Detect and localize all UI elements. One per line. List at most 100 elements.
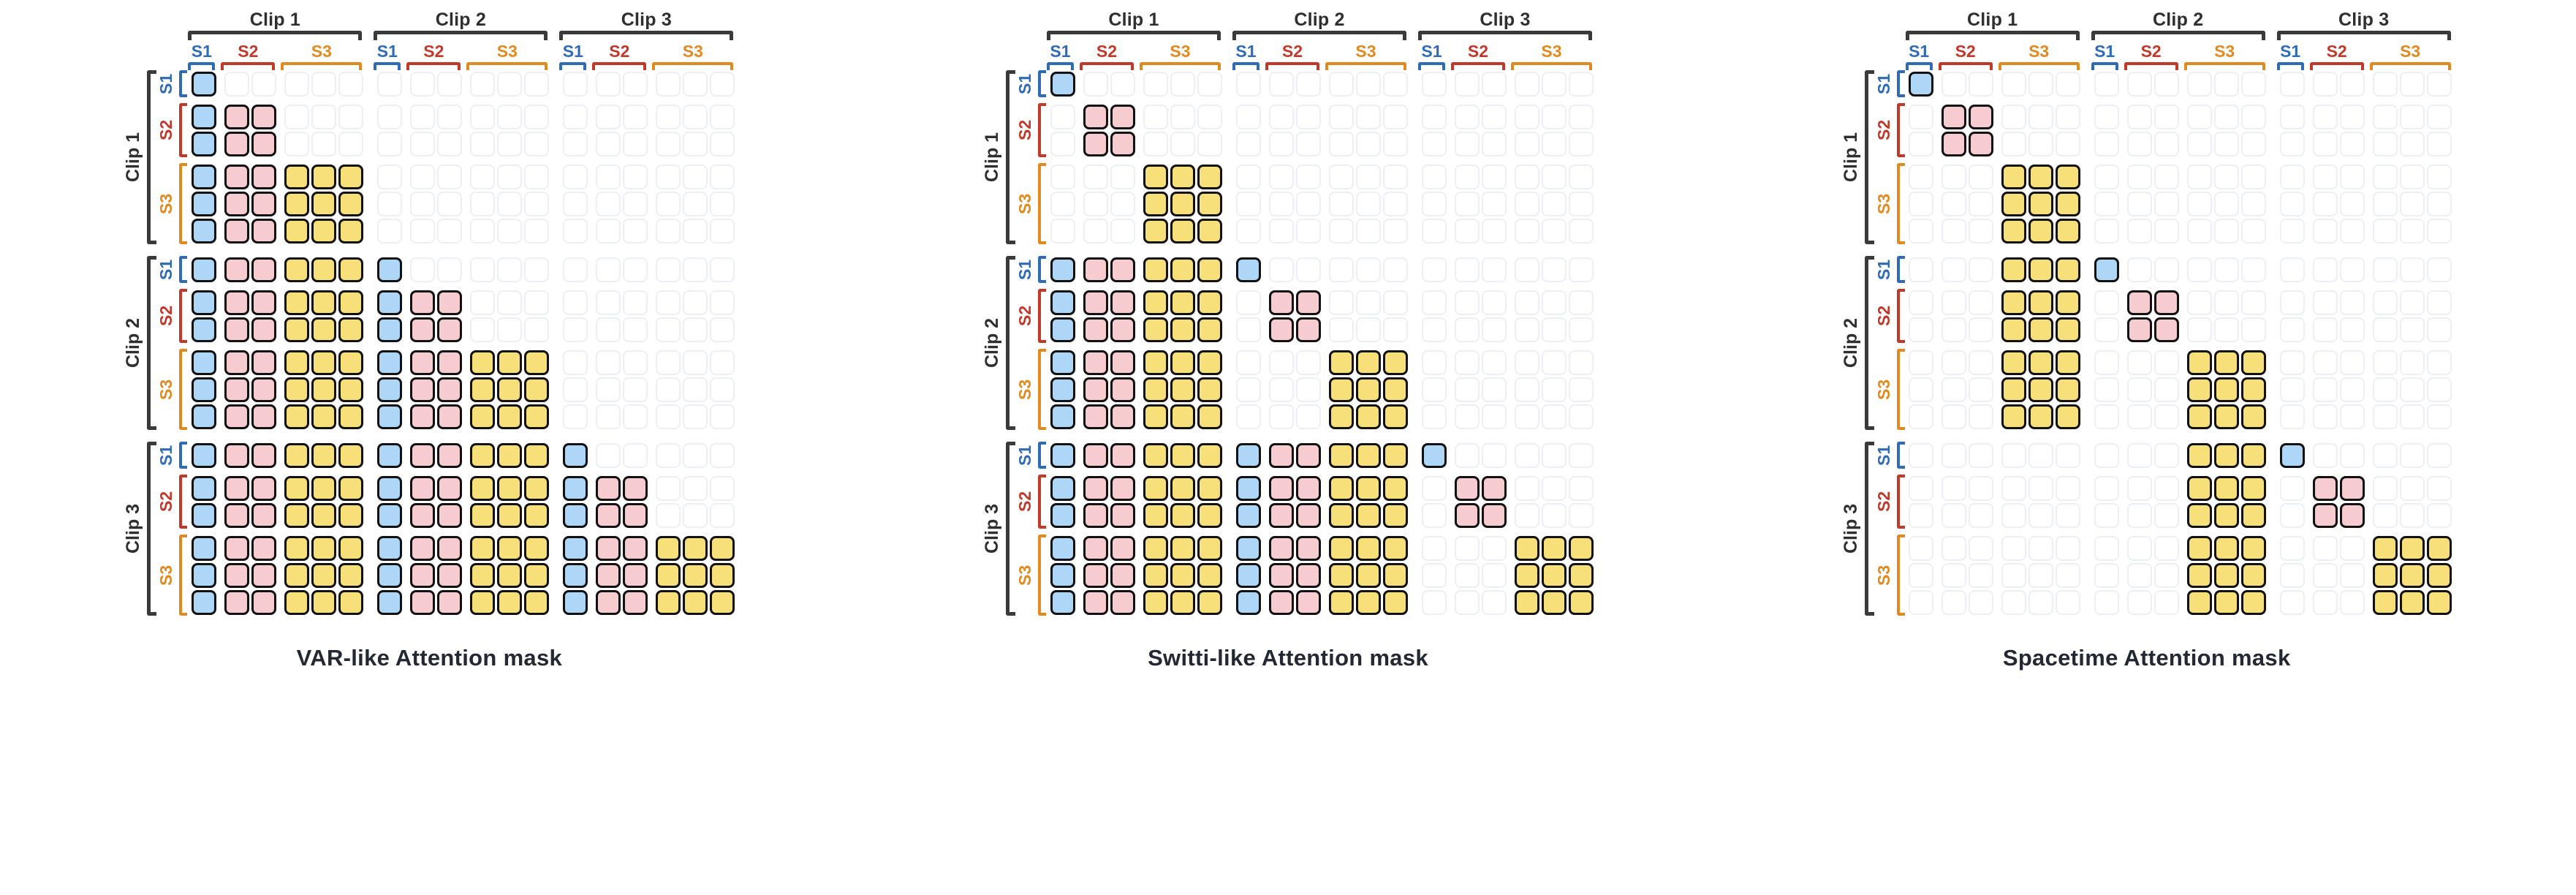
gap <box>1995 475 2001 502</box>
attention-cell-active-s1 <box>1235 502 1261 528</box>
gap <box>550 475 561 502</box>
gap <box>2181 316 2186 343</box>
gap <box>463 130 469 157</box>
attention-cell-inactive <box>1355 104 1381 129</box>
attention-cell-inactive <box>1421 502 1447 528</box>
attention-cell-inactive <box>1295 71 1321 97</box>
attention-cell-inactive <box>2187 104 2213 129</box>
attention-cell-active-s2 <box>1110 350 1135 375</box>
gap <box>1409 442 1420 469</box>
clip-row-label: Clip 3 <box>123 503 144 554</box>
gap <box>1995 376 2001 403</box>
attention-cell-inactive <box>311 131 336 156</box>
attention-cell-active-s1 <box>1050 317 1075 342</box>
attention-cell-inactive <box>2340 191 2365 216</box>
attention-cell-active-s3 <box>1170 317 1195 342</box>
gap <box>2306 442 2312 469</box>
attention-cell-active-s2 <box>224 502 249 528</box>
attention-cell-inactive <box>2241 218 2267 243</box>
gap <box>1409 502 1420 529</box>
gap <box>1409 376 1420 403</box>
gap <box>1874 97 1908 103</box>
gap <box>1935 442 1941 469</box>
gap <box>550 190 561 217</box>
gap <box>1447 289 1453 316</box>
gap <box>1136 376 1142 403</box>
attention-cell-inactive <box>2127 71 2153 97</box>
gap <box>1409 190 1420 217</box>
gap <box>217 130 223 157</box>
gap <box>1935 289 1941 316</box>
attention-cell-inactive <box>2313 589 2338 615</box>
attention-cell-inactive <box>1568 404 1594 429</box>
attention-cell-active-s1 <box>1050 377 1075 402</box>
attention-cell-inactive <box>2154 164 2180 189</box>
gap <box>2121 190 2126 217</box>
attention-cell-inactive <box>2373 317 2398 342</box>
attention-cell-inactive <box>709 257 735 282</box>
attention-cell-inactive <box>2373 131 2398 156</box>
scale-row-bracket-icon <box>179 535 188 616</box>
gap <box>1262 190 1268 217</box>
attention-cell-inactive <box>595 404 621 429</box>
gap <box>1406 40 1418 70</box>
attention-cell-active-s3 <box>1197 164 1222 189</box>
attention-cell-active-s2 <box>2340 502 2365 528</box>
gap <box>403 130 409 157</box>
gap <box>1223 289 1235 316</box>
attention-cell-inactive <box>2001 535 2027 561</box>
attention-cell-active-s2 <box>2313 475 2338 501</box>
gap <box>588 163 594 190</box>
gap <box>2366 289 2372 316</box>
attention-cell-active-s3 <box>284 377 309 402</box>
gap <box>550 442 561 469</box>
attention-cell-active-s1 <box>191 377 216 402</box>
attention-cell-active-s3 <box>311 350 336 375</box>
attention-cell-inactive <box>2028 589 2054 615</box>
attention-cell-inactive <box>1110 164 1135 189</box>
attention-cell-active-s2 <box>251 257 276 282</box>
attention-cell-inactive <box>1909 104 1934 129</box>
gap <box>648 256 654 283</box>
gap <box>648 442 654 469</box>
attention-cell-active-s2 <box>436 317 462 342</box>
gap <box>1447 403 1453 430</box>
attention-cell-inactive <box>1454 535 1480 561</box>
attention-cell-inactive <box>2313 290 2338 315</box>
gap <box>1221 40 1232 70</box>
gap <box>1076 130 1082 157</box>
gap <box>2181 442 2186 469</box>
attention-cell-inactive <box>562 164 588 189</box>
attention-cell-active-s1 <box>191 589 216 615</box>
attention-cell-inactive <box>1568 317 1594 342</box>
attention-cell-active-s3 <box>311 475 336 501</box>
attention-cell-inactive <box>2214 71 2240 97</box>
attention-cell-active-s3 <box>1197 350 1222 375</box>
attention-cell-inactive <box>2241 131 2267 156</box>
gap <box>648 70 654 97</box>
attention-cell-inactive <box>2127 257 2153 282</box>
attention-cell-active-s3 <box>1170 377 1195 402</box>
attention-cell-inactive <box>1481 317 1507 342</box>
gap <box>1409 217 1420 244</box>
gap <box>588 190 594 217</box>
attention-cell-active-s3 <box>469 350 495 375</box>
gap <box>217 103 223 130</box>
attention-cell-inactive <box>1942 502 1967 528</box>
matrix-row <box>1049 130 1594 157</box>
attention-cell-active-s2 <box>595 589 621 615</box>
gap <box>1262 442 1268 469</box>
scale-row-bracket-icon <box>179 70 188 97</box>
attention-cell-active-s1 <box>1050 71 1075 97</box>
attention-cell-active-s3 <box>1197 442 1222 468</box>
attention-cell-inactive <box>2313 317 2338 342</box>
gap <box>2306 562 2312 589</box>
attention-cell-inactive <box>709 317 735 342</box>
gap <box>1995 562 2001 589</box>
attention-cell-inactive <box>1909 442 1934 468</box>
gap <box>1935 589 1941 616</box>
attention-cell-inactive <box>2127 562 2153 588</box>
attention-cell-active-s2 <box>2127 317 2153 342</box>
gap <box>364 349 376 376</box>
attention-cell-inactive <box>1969 442 1994 468</box>
